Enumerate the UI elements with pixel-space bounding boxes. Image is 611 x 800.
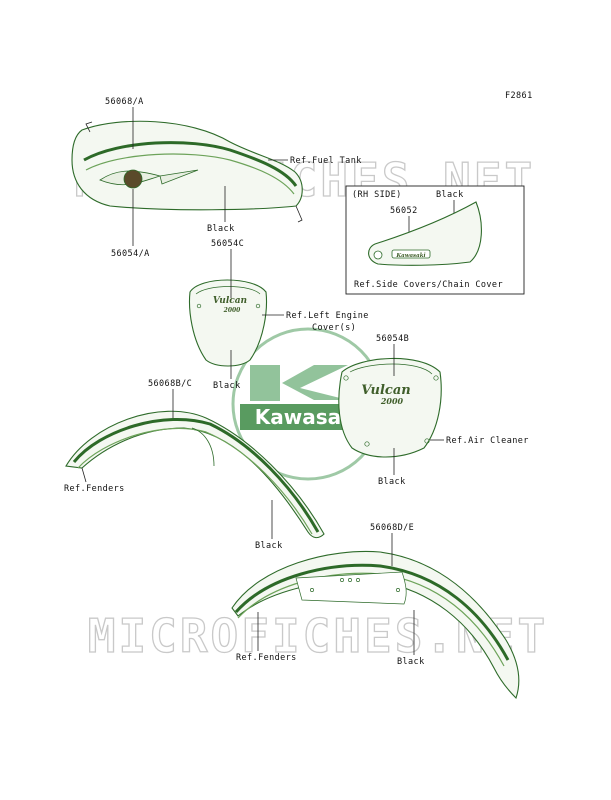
label-black-rear-fender: Black xyxy=(397,657,425,667)
label-ref-air-cleaner: Ref.Air Cleaner xyxy=(446,436,529,446)
label-rh-side: (RH SIDE) xyxy=(352,190,402,200)
engine-cover-emblem-number: 2000 xyxy=(223,307,242,314)
label-ref-left-engine-1: Ref.Left Engine xyxy=(286,311,369,321)
engine-cover-emblem-name: Vulcan xyxy=(213,296,247,306)
left-engine-cover: Vulcan 2000 xyxy=(189,279,267,367)
label-ref-side-covers: Ref.Side Covers/Chain Cover xyxy=(354,280,503,290)
label-black-engine: Black xyxy=(213,381,241,391)
label-black-air: Black xyxy=(378,477,406,487)
side-decal-text: Kawasaki xyxy=(395,253,425,259)
label-black-side: Black xyxy=(436,190,464,200)
label-air-cleaner-decal: 56054B xyxy=(376,334,409,344)
label-side-decal: 56052 xyxy=(390,206,418,216)
label-ref-fenders-front: Ref.Fenders xyxy=(64,484,125,494)
air-cleaner-cover: Vulcan 2000 xyxy=(338,357,442,458)
label-ref-fenders-rear: Ref.Fenders xyxy=(236,653,297,663)
label-ref-left-engine-2: Cover(s) xyxy=(312,323,356,333)
tank-emblem xyxy=(99,169,199,189)
fuel-tank xyxy=(71,120,303,223)
front-fender xyxy=(65,410,325,539)
rear-fender xyxy=(231,550,520,700)
label-tank-emblem: 56054/A xyxy=(111,249,150,259)
label-ref-fuel-tank: Ref.Fuel Tank xyxy=(290,156,362,166)
air-cleaner-emblem-name: Vulcan xyxy=(361,383,410,398)
air-cleaner-emblem-number: 2000 xyxy=(380,396,404,406)
label-front-fender-stripe: 56068B/C xyxy=(148,379,192,389)
rh-side-cover-box: (RH SIDE) Black 56052 Kawasaki Ref.Side … xyxy=(345,185,525,295)
diagram-code: F2861 xyxy=(505,91,533,101)
label-rear-fender-stripe: 56068D/E xyxy=(370,523,414,533)
label-engine-cover-decal: 56054C xyxy=(211,239,244,249)
label-black-tank: Black xyxy=(207,224,235,234)
label-tank-stripe: 56068/A xyxy=(105,97,144,107)
label-black-front-fender: Black xyxy=(255,541,283,551)
